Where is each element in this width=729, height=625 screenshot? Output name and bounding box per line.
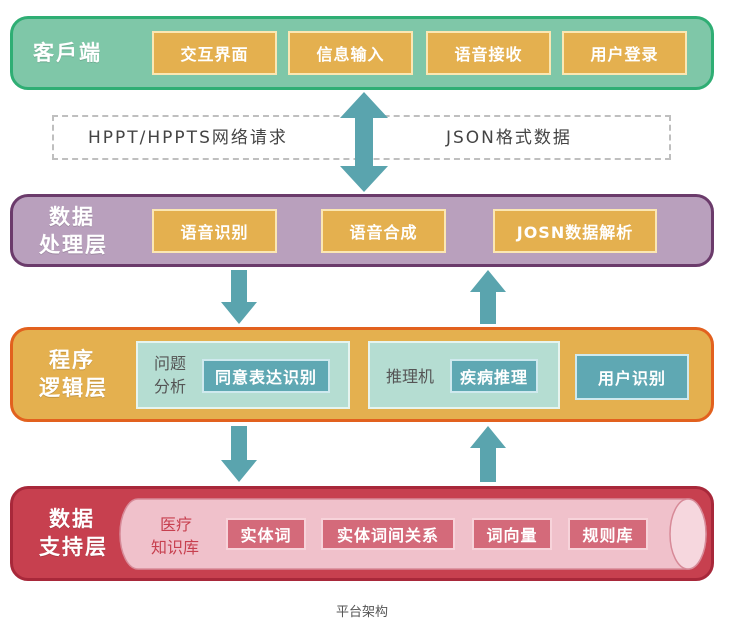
- processing-item-asr: 语音识别: [152, 209, 277, 253]
- logic-layer-title-1: 程序: [49, 348, 95, 372]
- client-item-interface: 交互界面: [152, 31, 277, 75]
- analysis-label-2: 分析: [154, 377, 187, 396]
- user-identify-item: 用户识别: [575, 354, 689, 400]
- analysis-item: 同意表达识别: [202, 359, 330, 393]
- protocol-right-text: JSON格式数据: [446, 128, 572, 148]
- analysis-label-1: 问题: [154, 354, 187, 373]
- up-arrow-icon: [470, 270, 506, 324]
- support-layer-title-1: 数据: [49, 507, 95, 531]
- support-item-rule-base: 规则库: [568, 518, 648, 550]
- support-layer-title-2: 支持层: [39, 535, 108, 559]
- figure-caption: 平台架构: [336, 605, 389, 620]
- client-item-input: 信息输入: [288, 31, 413, 75]
- double-arrow-icon: [340, 92, 388, 192]
- processing-layer-title-2: 处理层: [39, 233, 108, 257]
- client-item-login: 用户登录: [562, 31, 687, 75]
- processing-item-tts: 语音合成: [321, 209, 446, 253]
- kb-label-1: 医疗: [160, 515, 193, 534]
- support-item-entity-relation: 实体词间关系: [321, 518, 455, 550]
- down-arrow-icon: [221, 426, 257, 482]
- up-arrow-icon: [470, 426, 506, 482]
- inference-label: 推理机: [386, 367, 435, 386]
- processing-item-json-parse: JOSN数据解析: [493, 209, 657, 253]
- client-layer-title: 客戶端: [33, 41, 102, 65]
- client-item-voice-receive: 语音接收: [426, 31, 551, 75]
- processing-layer-title-1: 数据: [49, 205, 95, 229]
- kb-label-2: 知识库: [151, 538, 200, 557]
- support-item-entity: 实体词: [226, 518, 306, 550]
- inference-item: 疾病推理: [450, 359, 538, 393]
- support-item-word-vector: 词向量: [472, 518, 552, 550]
- protocol-left-text: HPPT/HPPTS网络请求: [88, 128, 288, 148]
- logic-layer-title-2: 逻辑层: [39, 376, 108, 400]
- down-arrow-icon: [221, 270, 257, 324]
